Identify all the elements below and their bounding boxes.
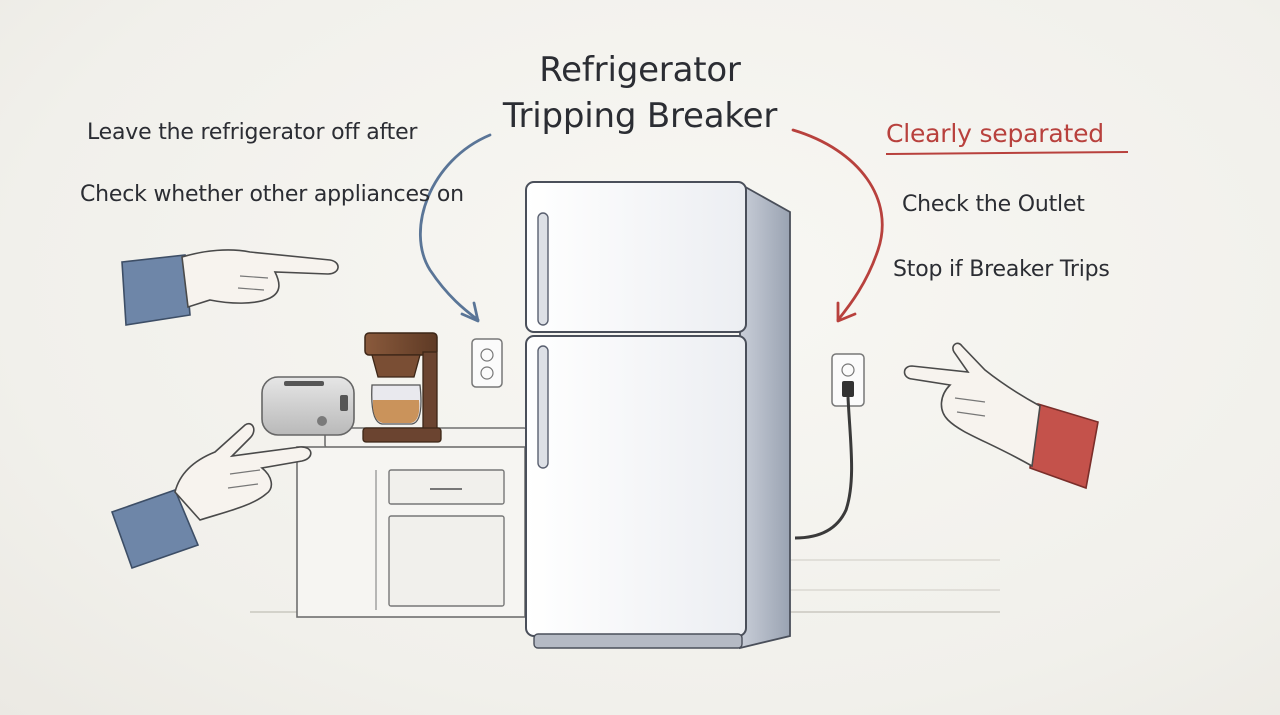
right-note-1: Clearly separated — [886, 119, 1104, 148]
plugged-outlet — [794, 353, 865, 540]
toaster — [261, 376, 355, 436]
right-note-3: Stop if Breaker Trips — [893, 257, 1110, 282]
left-note-1: Leave the refrigerator off after — [87, 120, 418, 145]
title-line-1: Refrigerator — [539, 50, 741, 90]
pointing-hand-icon — [903, 342, 1099, 490]
kitchen-cabinet — [296, 427, 528, 618]
refrigerator — [525, 181, 791, 650]
pointing-hand-icon — [121, 249, 339, 326]
curved-arrow-icon — [791, 128, 884, 323]
coffee-maker — [362, 332, 442, 443]
diagram-title: Refrigerator Tripping Breaker — [440, 50, 840, 146]
right-note-2: Check the Outlet — [902, 192, 1085, 217]
note-underline — [885, 151, 1129, 155]
wall-outlet-icon — [471, 338, 503, 388]
left-note-2: Check whether other appliances on — [80, 182, 464, 207]
pointing-hand-icon — [110, 422, 312, 570]
title-line-2: Tripping Breaker — [502, 96, 778, 136]
curved-arrow-icon — [419, 133, 492, 323]
